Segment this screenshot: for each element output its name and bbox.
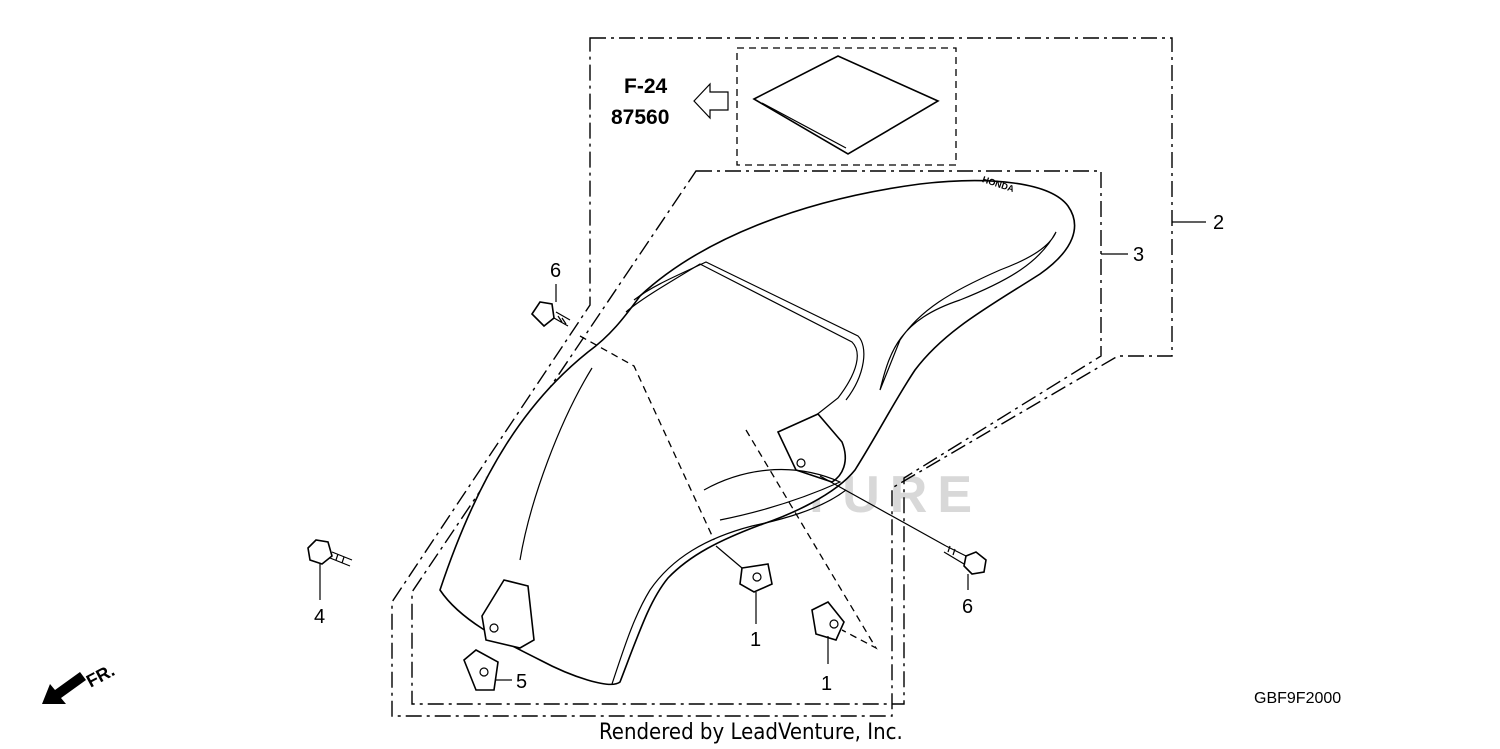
direction-arrow-icon: [42, 672, 86, 704]
bolt-6-right[interactable]: [943, 545, 987, 575]
reference-figure[interactable]: F-24: [624, 75, 668, 98]
hollow-arrow-icon: [693, 82, 729, 120]
decal-sheet: [752, 55, 940, 155]
assembly-3-boundary: [411, 170, 1102, 705]
fender-side-recess: [879, 231, 1057, 391]
clip-5[interactable]: [463, 649, 499, 691]
fender-outline: [439, 179, 1076, 686]
direction-label: FR.: [83, 660, 118, 691]
callout-1-left[interactable]: 1: [750, 629, 761, 651]
reference-part-number[interactable]: 87560: [611, 106, 669, 129]
diagram-code: GBF9F2000: [1254, 690, 1341, 707]
fender-lower-mount-tab: [481, 579, 535, 649]
assembly-2-boundary: [391, 37, 1173, 717]
render-credit: Rendered by LeadVenture, Inc.: [599, 720, 903, 745]
bolt-6-top[interactable]: [530, 301, 571, 328]
callout-6-top[interactable]: 6: [550, 260, 561, 282]
callout-1-right[interactable]: 1: [821, 673, 832, 695]
clip-nut-1-left[interactable]: [739, 563, 773, 593]
leader-bolt6-right: [819, 475, 947, 547]
callout-4[interactable]: 4: [314, 606, 325, 628]
clip-nut-1-right[interactable]: [811, 600, 845, 641]
leader-nut1-right: [745, 429, 878, 650]
leader-bolt6-top: [579, 335, 715, 541]
front-direction-arrow: FR.: [42, 660, 118, 704]
leader-nut1-left: [715, 545, 743, 569]
callout-5[interactable]: 5: [516, 671, 527, 693]
rear-fender[interactable]: HONDA: [439, 174, 1076, 686]
bolt-4[interactable]: [307, 539, 353, 567]
callout-6-right[interactable]: 6: [962, 596, 973, 618]
callout-2[interactable]: 2: [1213, 212, 1224, 234]
fender-lower-skirt: [519, 367, 842, 561]
fender-top-lip: [625, 263, 858, 421]
decal-box: [736, 47, 957, 166]
callout-3[interactable]: 3: [1133, 244, 1144, 266]
reference-arrow[interactable]: [693, 82, 729, 120]
